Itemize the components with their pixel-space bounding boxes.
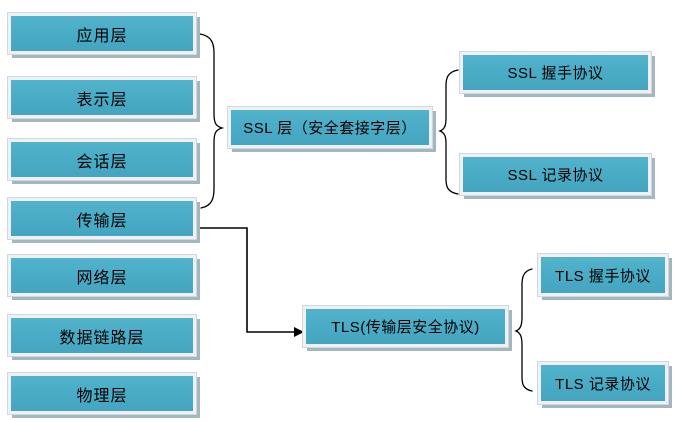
layer-label-transport: 传输层 xyxy=(76,212,128,230)
layer-box-transport: 传输层 xyxy=(7,197,197,240)
ssl-record-box: SSL 记录协议 xyxy=(459,153,652,196)
layer-box-presentation: 表示层 xyxy=(7,76,197,119)
tls-box: TLS(传输层安全协议) xyxy=(302,305,509,348)
brace-tls-to-children xyxy=(514,268,533,392)
layer-label-application: 应用层 xyxy=(76,27,128,45)
arrow-transport-to-tls xyxy=(199,227,295,333)
layer-box-datalink: 数据链路层 xyxy=(7,314,197,357)
tls-handshake-box: TLS 握手协议 xyxy=(537,253,669,297)
layer-box-session: 会话层 xyxy=(7,138,197,181)
ssl-handshake-box: SSL 握手协议 xyxy=(459,51,652,94)
ssl-layer-box: SSL 层（安全套接字层） xyxy=(227,106,433,149)
layer-box-network: 网络层 xyxy=(7,254,197,297)
ssl-record-label: SSL 记录协议 xyxy=(507,167,604,184)
layer-label-presentation: 表示层 xyxy=(76,91,128,109)
layer-label-session: 会话层 xyxy=(76,153,128,171)
tls-handshake-label: TLS 握手协议 xyxy=(555,267,651,285)
layer-box-physical: 物理层 xyxy=(7,372,197,415)
tls-record-box: TLS 记录协议 xyxy=(537,361,669,405)
brace-osi-to-ssl xyxy=(199,33,225,209)
layer-box-application: 应用层 xyxy=(7,12,197,55)
brace-ssl-to-children xyxy=(438,69,459,195)
layer-label-datalink: 数据链路层 xyxy=(59,329,145,347)
layer-label-network: 网络层 xyxy=(76,269,128,287)
tls-label: TLS(传输层安全协议) xyxy=(331,319,480,336)
tls-record-label: TLS 记录协议 xyxy=(555,375,651,393)
ssl-handshake-label: SSL 握手协议 xyxy=(507,65,604,82)
layer-label-physical: 物理层 xyxy=(76,387,128,405)
ssl-layer-label: SSL 层（安全套接字层） xyxy=(243,120,417,137)
